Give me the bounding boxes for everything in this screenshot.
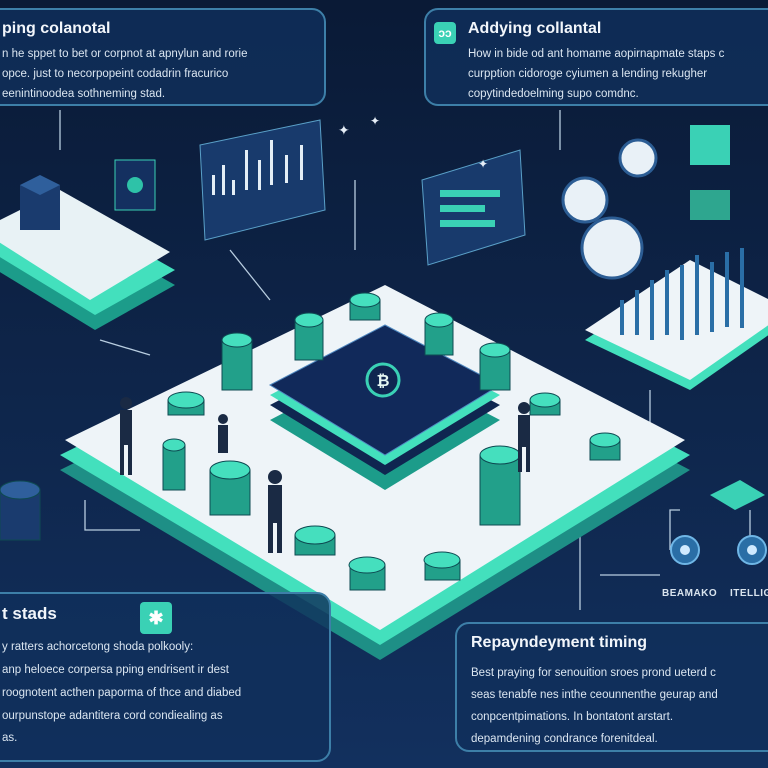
panel-line: roognotent acthen paporma of thce and di… <box>2 687 242 699</box>
panel-top-left: ping colanotal n he sppet to bet or corp… <box>0 8 326 106</box>
panel-top-right: ↄↄ Addying collantal How in bide od ant … <box>424 8 768 106</box>
svg-text:✦: ✦ <box>478 157 488 171</box>
panel-line: copytindedoelming supo comdnc. <box>468 88 639 100</box>
panel-line: curpption cidoroge cyiumen a lending rek… <box>468 68 708 80</box>
panel-line: How in bide od ant homame aopirnapmate s… <box>468 48 725 60</box>
people <box>120 397 530 553</box>
node-icons <box>670 480 767 565</box>
right-chart-card <box>421 149 526 266</box>
left-platform <box>0 159 175 330</box>
sparkle-icons: ✦ ✦ ✦ <box>338 114 488 171</box>
panel-bottom-left: ✱ t stads y ratters achorcetong shoda po… <box>0 592 331 762</box>
panel-line: y ratters achorcetong shoda polkooly: <box>2 641 194 653</box>
panel-title: Addying collantal <box>468 20 602 37</box>
panel-line: anp heloece corpersa pping endrisent ir … <box>2 664 229 676</box>
panel-title: Repayndeyment timing <box>471 634 648 651</box>
panel-line: seas tenabfe nes inthe ceounnenthe geura… <box>471 689 718 701</box>
panel-line: Best praying for senouition sroes prond … <box>471 667 716 679</box>
node-label: BEAMAKO <box>662 588 718 599</box>
clock-icons <box>561 138 658 280</box>
panel-bottom-right: Repayndeyment timing Best praying for se… <box>455 622 768 752</box>
panel-line: depamdening condrance forenitdeal. <box>471 733 658 745</box>
bar-chart-card <box>199 119 326 241</box>
panel-title: ping colanotal <box>2 20 111 37</box>
panel-line: n he sppet to bet or corpnot at apnylun … <box>2 48 248 60</box>
panel-line: ourpunstope adantitera cord condiealing … <box>2 710 223 722</box>
panel-title: t stads <box>2 604 57 623</box>
person-icon: ✱ <box>140 602 172 634</box>
svg-text:✦: ✦ <box>370 114 380 128</box>
panel-line: as. <box>2 732 18 744</box>
svg-text:₿: ₿ <box>376 371 389 390</box>
panel-line: opce. just to necorpopeint codadrin frac… <box>2 68 229 80</box>
svg-text:✦: ✦ <box>338 122 350 138</box>
panel-line: conpcentpimations. In bontatont arstart. <box>471 711 674 723</box>
right-platform <box>585 125 768 390</box>
panel-line: eenintinoodea sothneming stad. <box>2 88 166 100</box>
coin-stacks <box>0 292 621 591</box>
node-label: ITELLIG <box>730 588 768 599</box>
collateral-icon: ↄↄ <box>434 22 456 44</box>
